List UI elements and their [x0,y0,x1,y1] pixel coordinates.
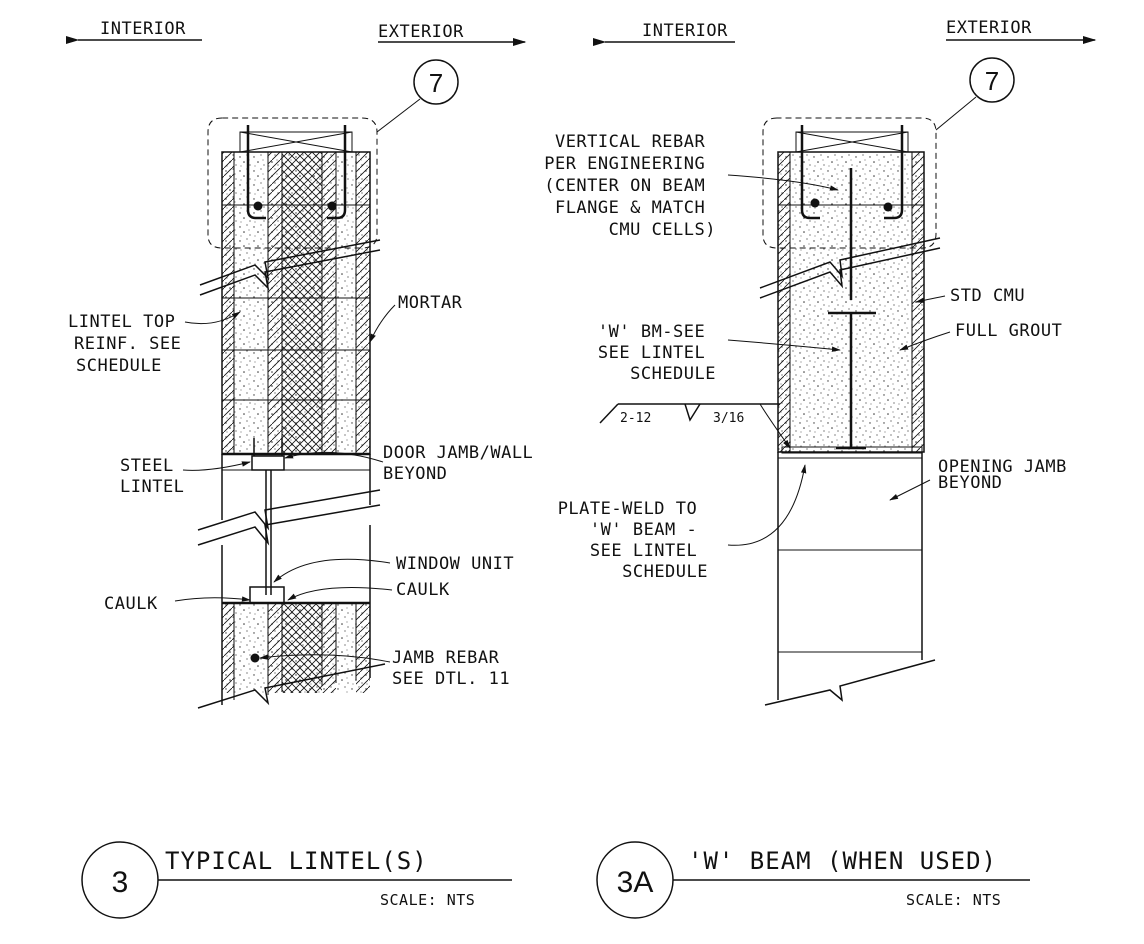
title-block-right: 3A 'W' BEAM (WHEN USED) SCALE: NTS [596,841,1030,919]
section-number-right: 7 [985,66,999,96]
interior-label-right: INTERIOR [642,21,728,41]
right-detail: INTERIOR EXTERIOR 7 VERTICAL REBAR PER E… [544,18,1097,706]
weld-size-label: 3/16 [713,411,744,426]
door-jamb-label: DOOR JAMB/WALL BEYOND [383,443,544,484]
w-beam-label: 'W' BM-SEE SEE LINTEL SCHEDULE [598,322,716,384]
plate-weld-label: PLATE-WELD TO 'W' BEAM - SEE LINTEL SCHE… [558,499,708,582]
detail-number: 3A [617,866,654,899]
interior-label-left: INTERIOR [100,19,186,39]
section-bubble [413,59,459,105]
steel-lintel [251,455,285,471]
detail-title: 'W' BEAM (WHEN USED) [688,847,997,875]
weld-plate [781,446,923,454]
left-detail: INTERIOR EXTERIOR 7 LINTEL TOP REINF. SE… [65,19,544,709]
detail-scale: SCALE: NTS [906,891,1001,909]
caulk-label-left: CAULK [104,594,158,614]
bond-beam-outline [207,117,378,249]
detail-scale: SCALE: NTS [380,891,475,909]
std-cmu-label: STD CMU [950,286,1025,306]
mortar-label: MORTAR [398,293,463,313]
opening-jamb-label: OPENING JAMB BEYOND [938,457,1078,493]
exterior-label-right: EXTERIOR [946,18,1032,38]
jamb-rebar-label: JAMB REBAR SEE DTL. 11 [392,648,510,689]
full-grout-label: FULL GROUT [955,321,1062,341]
steel-lintel-label: STEEL LINTEL [120,456,184,497]
detail-title: TYPICAL LINTEL(S) [165,847,428,875]
section-bubble [969,57,1015,103]
lintel-top-reinf-label: LINTEL TOP REINF. SEE SCHEDULE [68,312,192,376]
vertical-rebar-label: VERTICAL REBAR PER ENGINEERING (CENTER O… [544,132,716,240]
exterior-label-left: EXTERIOR [378,22,464,42]
title-block-left: 3 TYPICAL LINTEL(S) SCALE: NTS [81,841,512,919]
weld-length-label: 2-12 [620,411,651,426]
caulk-label-right: CAULK [396,580,450,600]
section-number-left: 7 [429,68,443,98]
detail-number: 3 [112,866,129,899]
window-unit-label: WINDOW UNIT [396,554,514,574]
